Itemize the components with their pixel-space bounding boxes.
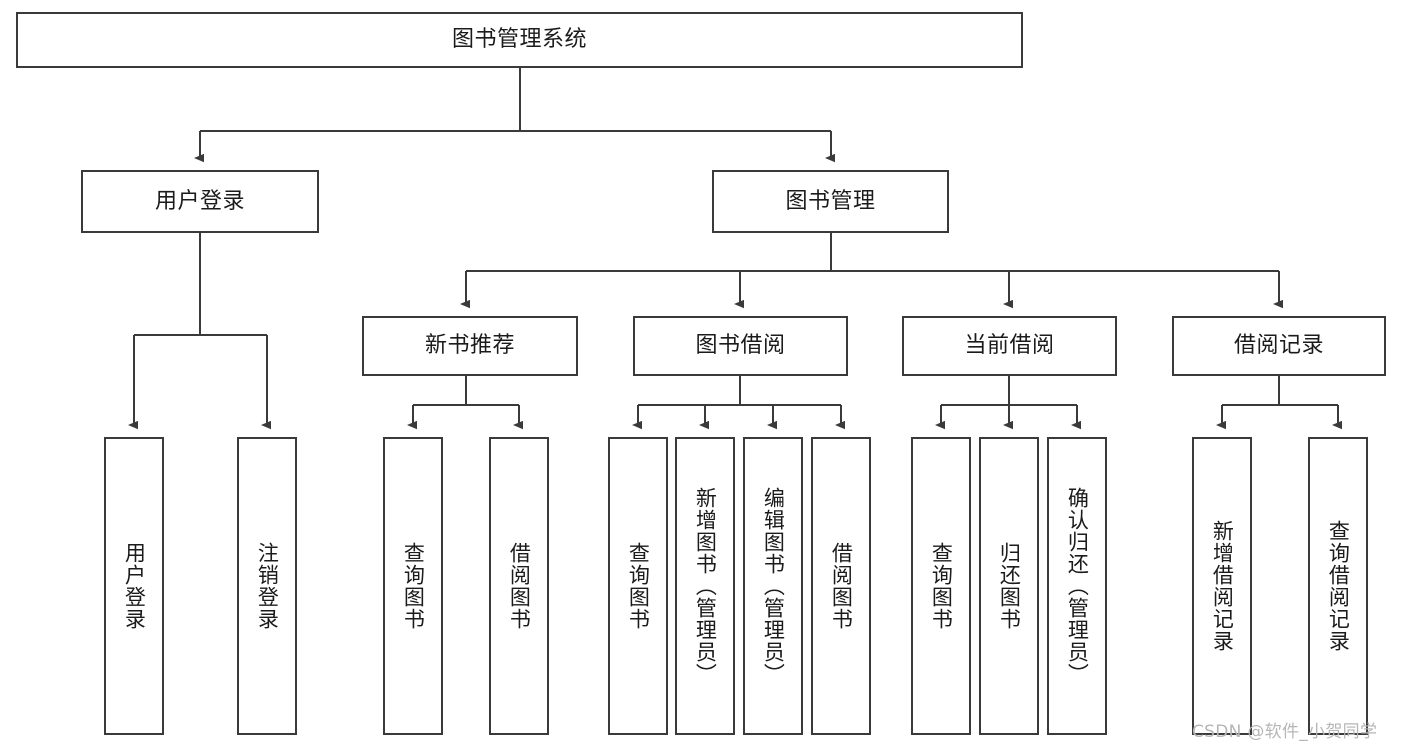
node-label: 借阅图书 — [829, 542, 854, 630]
node-current-borrow[interactable]: 当前借阅 — [902, 316, 1117, 376]
leaf-new-book-recommend-1[interactable]: 查询图书 — [383, 437, 443, 735]
leaf-user-login-1[interactable]: 用户登录 — [104, 437, 164, 735]
node-borrow-record[interactable]: 借阅记录 — [1172, 316, 1386, 376]
leaf-book-borrow-2[interactable]: 新增图书（管理员） — [675, 437, 735, 735]
node-root-book-management-system[interactable]: 图书管理系统 — [16, 12, 1023, 68]
watermark: CSDN @软件_小贺同学 — [1192, 722, 1378, 742]
node-book-management[interactable]: 图书管理 — [712, 170, 949, 233]
leaf-user-login-2[interactable]: 注销登录 — [237, 437, 297, 735]
leaf-new-book-recommend-2[interactable]: 借阅图书 — [489, 437, 549, 735]
node-label: 用户登录 — [154, 188, 245, 214]
node-label: 编辑图书（管理员） — [761, 487, 786, 685]
node-user-login[interactable]: 用户登录 — [81, 170, 319, 233]
node-label: 图书管理系统 — [451, 27, 587, 53]
leaf-current-borrow-2[interactable]: 归还图书 — [979, 437, 1039, 735]
node-label: 查询借阅记录 — [1326, 520, 1351, 652]
leaf-current-borrow-1[interactable]: 查询图书 — [911, 437, 971, 735]
node-label: 确认归还（管理员） — [1065, 487, 1090, 685]
node-label: 新增图书（管理员） — [693, 487, 718, 685]
node-label: 用户登录 — [122, 542, 147, 630]
leaf-current-borrow-3[interactable]: 确认归还（管理员） — [1047, 437, 1107, 735]
leaf-book-borrow-4[interactable]: 借阅图书 — [811, 437, 871, 735]
node-new-book-recommend[interactable]: 新书推荐 — [362, 316, 578, 376]
node-label: 借阅记录 — [1233, 333, 1324, 359]
node-label: 注销登录 — [255, 542, 280, 630]
node-label: 新增借阅记录 — [1210, 520, 1235, 652]
node-label: 查询图书 — [401, 542, 426, 630]
leaf-borrow-record-2[interactable]: 查询借阅记录 — [1308, 437, 1368, 735]
node-book-borrow[interactable]: 图书借阅 — [633, 316, 848, 376]
node-label: 查询图书 — [626, 542, 651, 630]
node-label: 归还图书 — [997, 542, 1022, 630]
leaf-book-borrow-1[interactable]: 查询图书 — [608, 437, 668, 735]
node-label: 图书借阅 — [695, 333, 786, 359]
node-label: 借阅图书 — [507, 542, 532, 630]
leaf-book-borrow-3[interactable]: 编辑图书（管理员） — [743, 437, 803, 735]
node-label: 图书管理 — [785, 188, 876, 214]
node-label: 当前借阅 — [964, 333, 1055, 359]
leaf-borrow-record-1[interactable]: 新增借阅记录 — [1192, 437, 1252, 735]
node-label: 查询图书 — [929, 542, 954, 630]
node-label: 新书推荐 — [424, 333, 515, 359]
